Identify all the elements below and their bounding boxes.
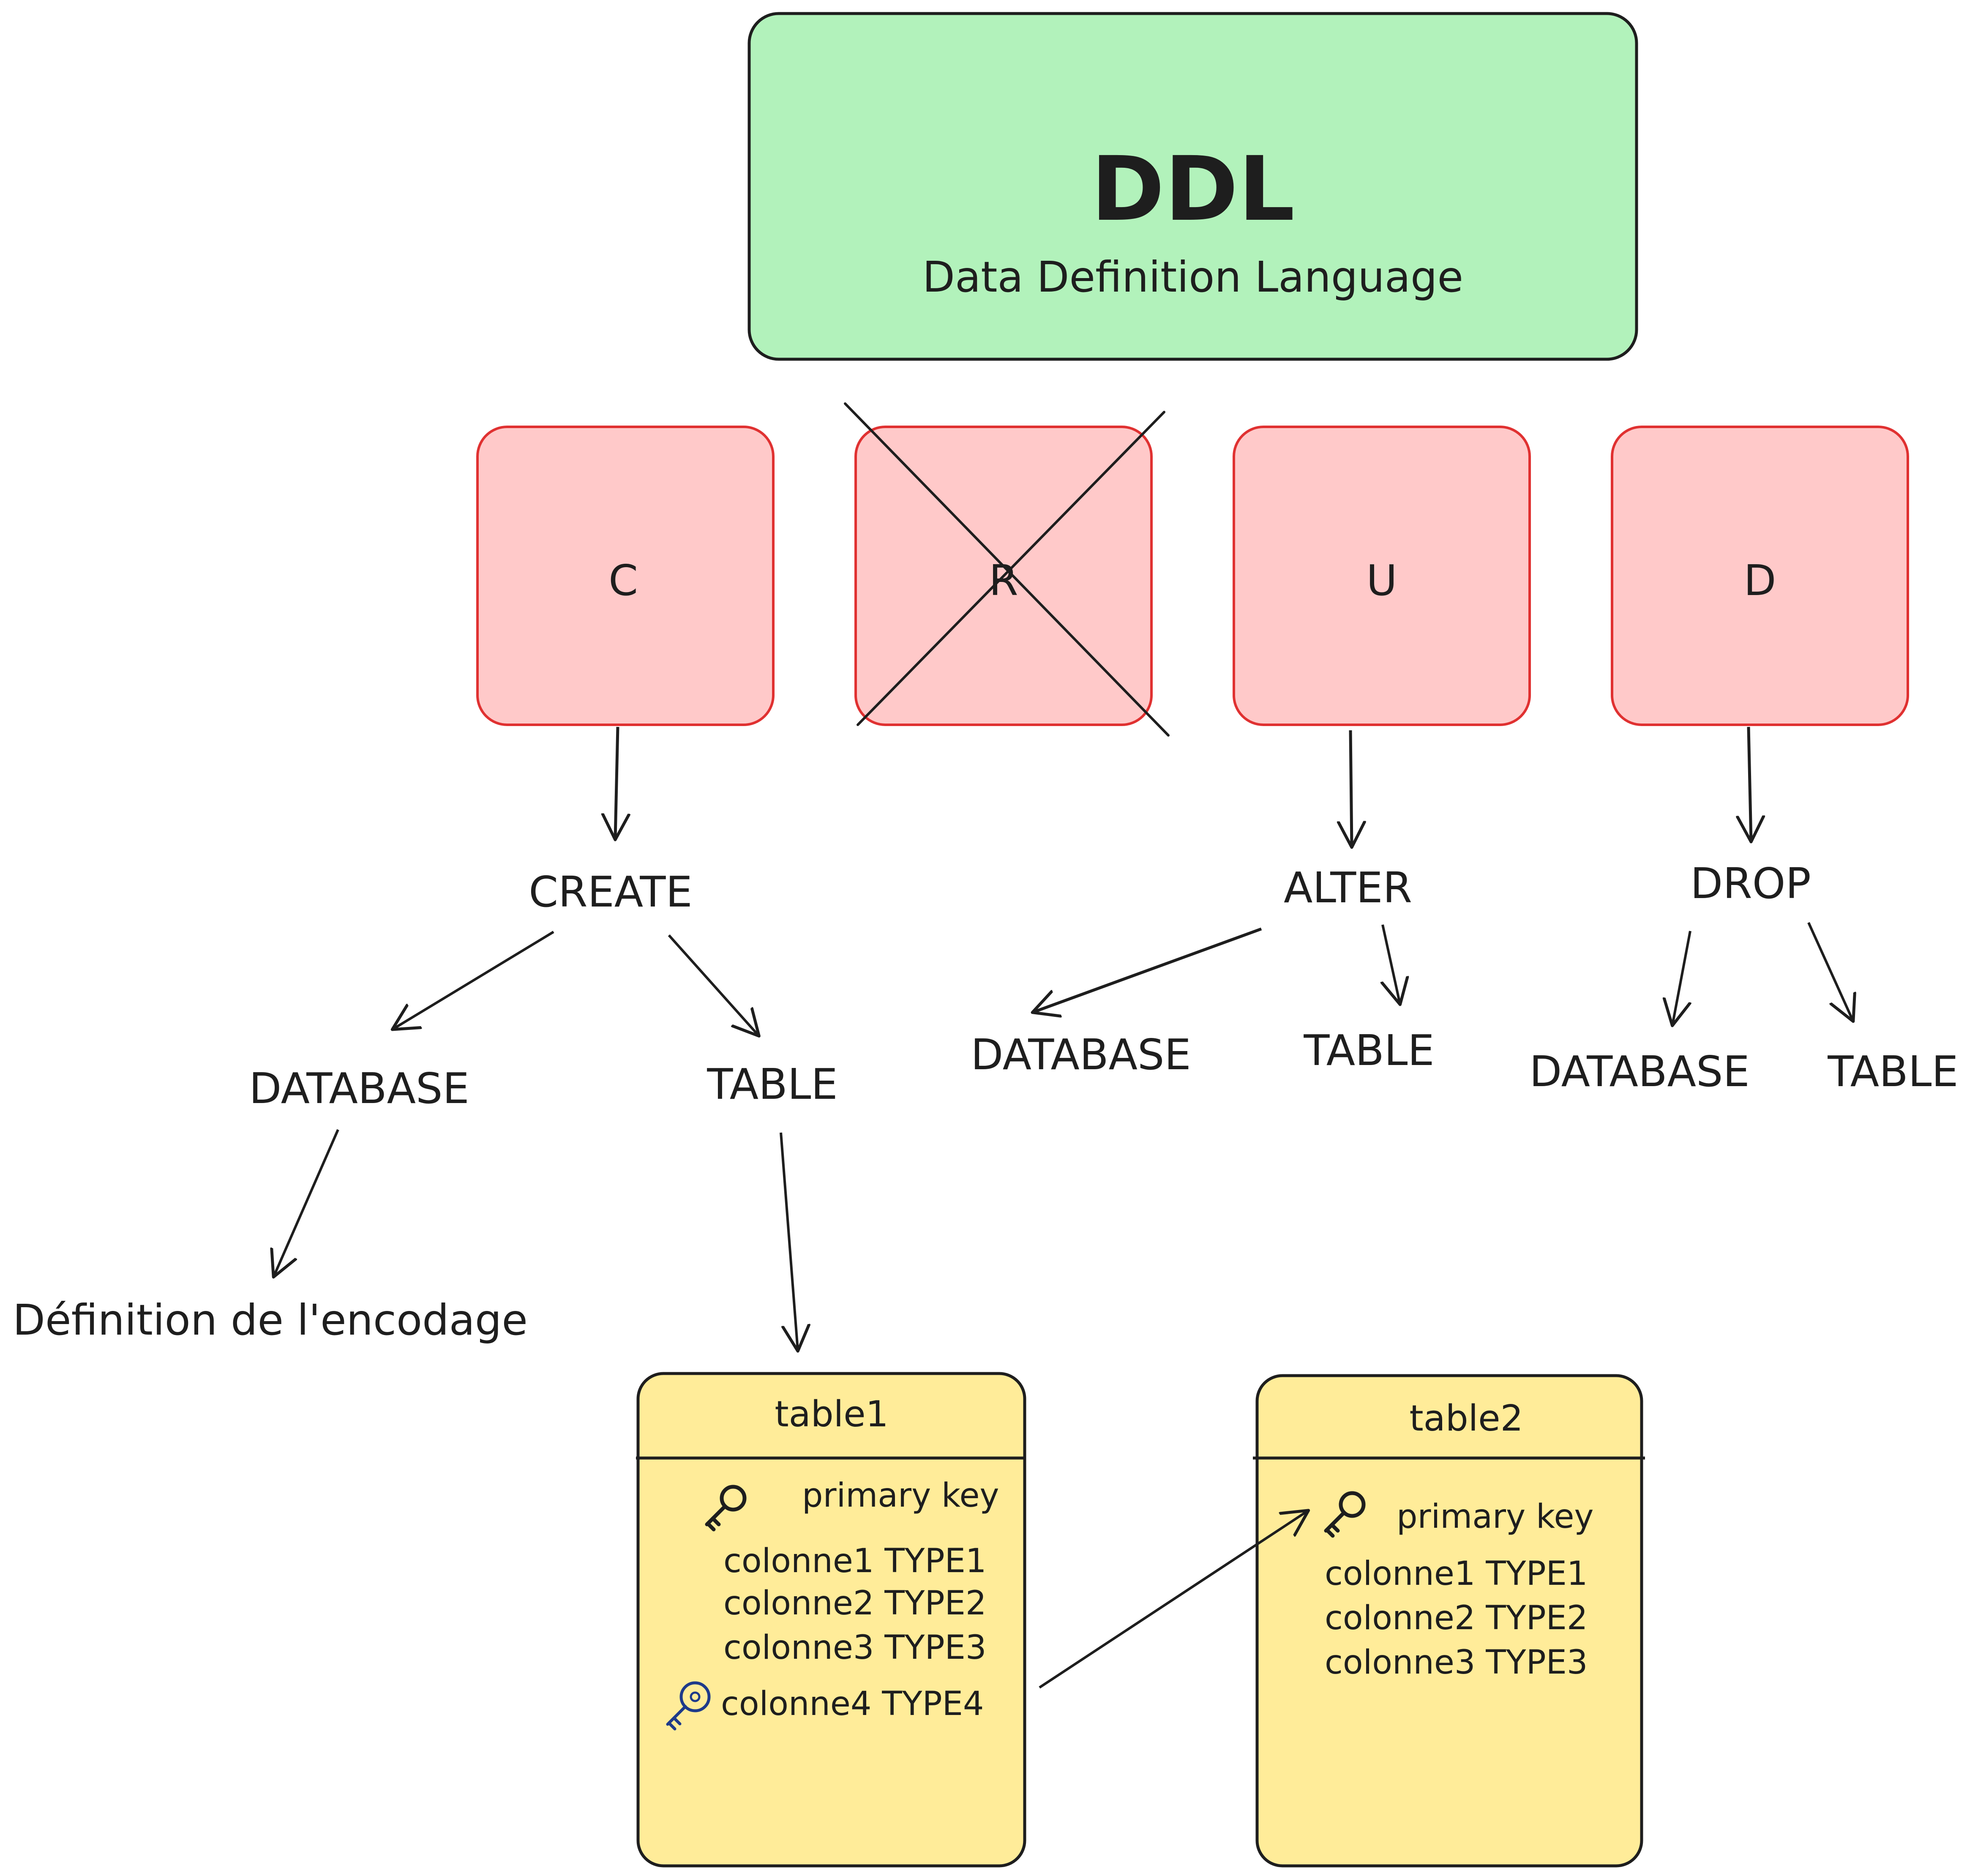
alter-database-label: DATABASE — [971, 1030, 1191, 1079]
crud-box-update: U — [1233, 426, 1531, 726]
create-table-label: TABLE — [707, 1060, 838, 1109]
arrow-create-to-table — [668, 934, 758, 1035]
cross-line-1 — [844, 402, 1170, 737]
table1-primary-key-label: primary key — [802, 1477, 999, 1515]
table1-title: table1 — [775, 1393, 888, 1435]
command-create: CREATE — [529, 867, 692, 917]
table1-row-3: colonne3 TYPE3 — [723, 1629, 987, 1667]
key-icon — [1324, 1491, 1366, 1538]
arrow-d-to-drop — [1749, 726, 1751, 841]
arrow-u-to-alter — [1350, 730, 1352, 847]
crud-letter-u: U — [1366, 556, 1397, 605]
ddl-subtitle: Data Definition Language — [922, 252, 1463, 302]
ddl-header-box: DDL Data Definition Language — [747, 12, 1638, 361]
table2-row-1: colonne1 TYPE1 — [1325, 1555, 1588, 1593]
ddl-title: DDL — [1091, 137, 1295, 241]
table1-row-2: colonne2 TYPE2 — [723, 1584, 987, 1622]
table1-row-4: colonne4 TYPE4 — [721, 1685, 984, 1723]
crud-box-read-crossed: R — [844, 402, 1170, 737]
crud-letter-c: C — [608, 556, 638, 605]
arrow-database-to-encoding — [274, 1129, 339, 1276]
command-alter: ALTER — [1284, 863, 1412, 912]
table2-primary-key-label: primary key — [1397, 1498, 1594, 1536]
encoding-note: Définition de l'encodage — [13, 1295, 528, 1345]
create-database-label: DATABASE — [249, 1064, 469, 1113]
alter-table-label: TABLE — [1303, 1026, 1434, 1075]
arrow-alter-to-database — [1033, 927, 1262, 1012]
drop-database-label: DATABASE — [1529, 1047, 1749, 1096]
arrow-foreign-key-to-primary-key — [1039, 1511, 1308, 1689]
arrow-create-to-database — [393, 931, 554, 1029]
table2-card: table2 primary key colonne1 TYPE1 colonn… — [1253, 1374, 1645, 1868]
crud-letter-d: D — [1743, 556, 1776, 605]
table2-title: table2 — [1409, 1398, 1523, 1439]
table2-row-2: colonne2 TYPE2 — [1325, 1599, 1588, 1637]
arrow-c-to-create — [615, 726, 618, 839]
drop-table-label: TABLE — [1827, 1047, 1958, 1096]
foreign-key-icon — [666, 1681, 711, 1731]
crud-box-create: C — [476, 426, 775, 726]
table2-row-3: colonne3 TYPE3 — [1325, 1644, 1588, 1682]
arrow-drop-to-table — [1807, 922, 1853, 1021]
crud-box-delete: D — [1611, 426, 1909, 726]
table1-row-1: colonne1 TYPE1 — [723, 1542, 987, 1580]
arrow-alter-to-table — [1383, 924, 1400, 1004]
key-icon — [705, 1485, 747, 1532]
command-drop: DROP — [1690, 859, 1811, 908]
arrow-table-to-table1 — [780, 1132, 798, 1350]
crud-letter-r: R — [989, 556, 1018, 605]
cross-line-2 — [857, 411, 1165, 726]
table1-card: table1 primary key colonne1 TYPE1 colonn… — [636, 1372, 1026, 1868]
arrow-drop-to-database — [1672, 931, 1691, 1025]
